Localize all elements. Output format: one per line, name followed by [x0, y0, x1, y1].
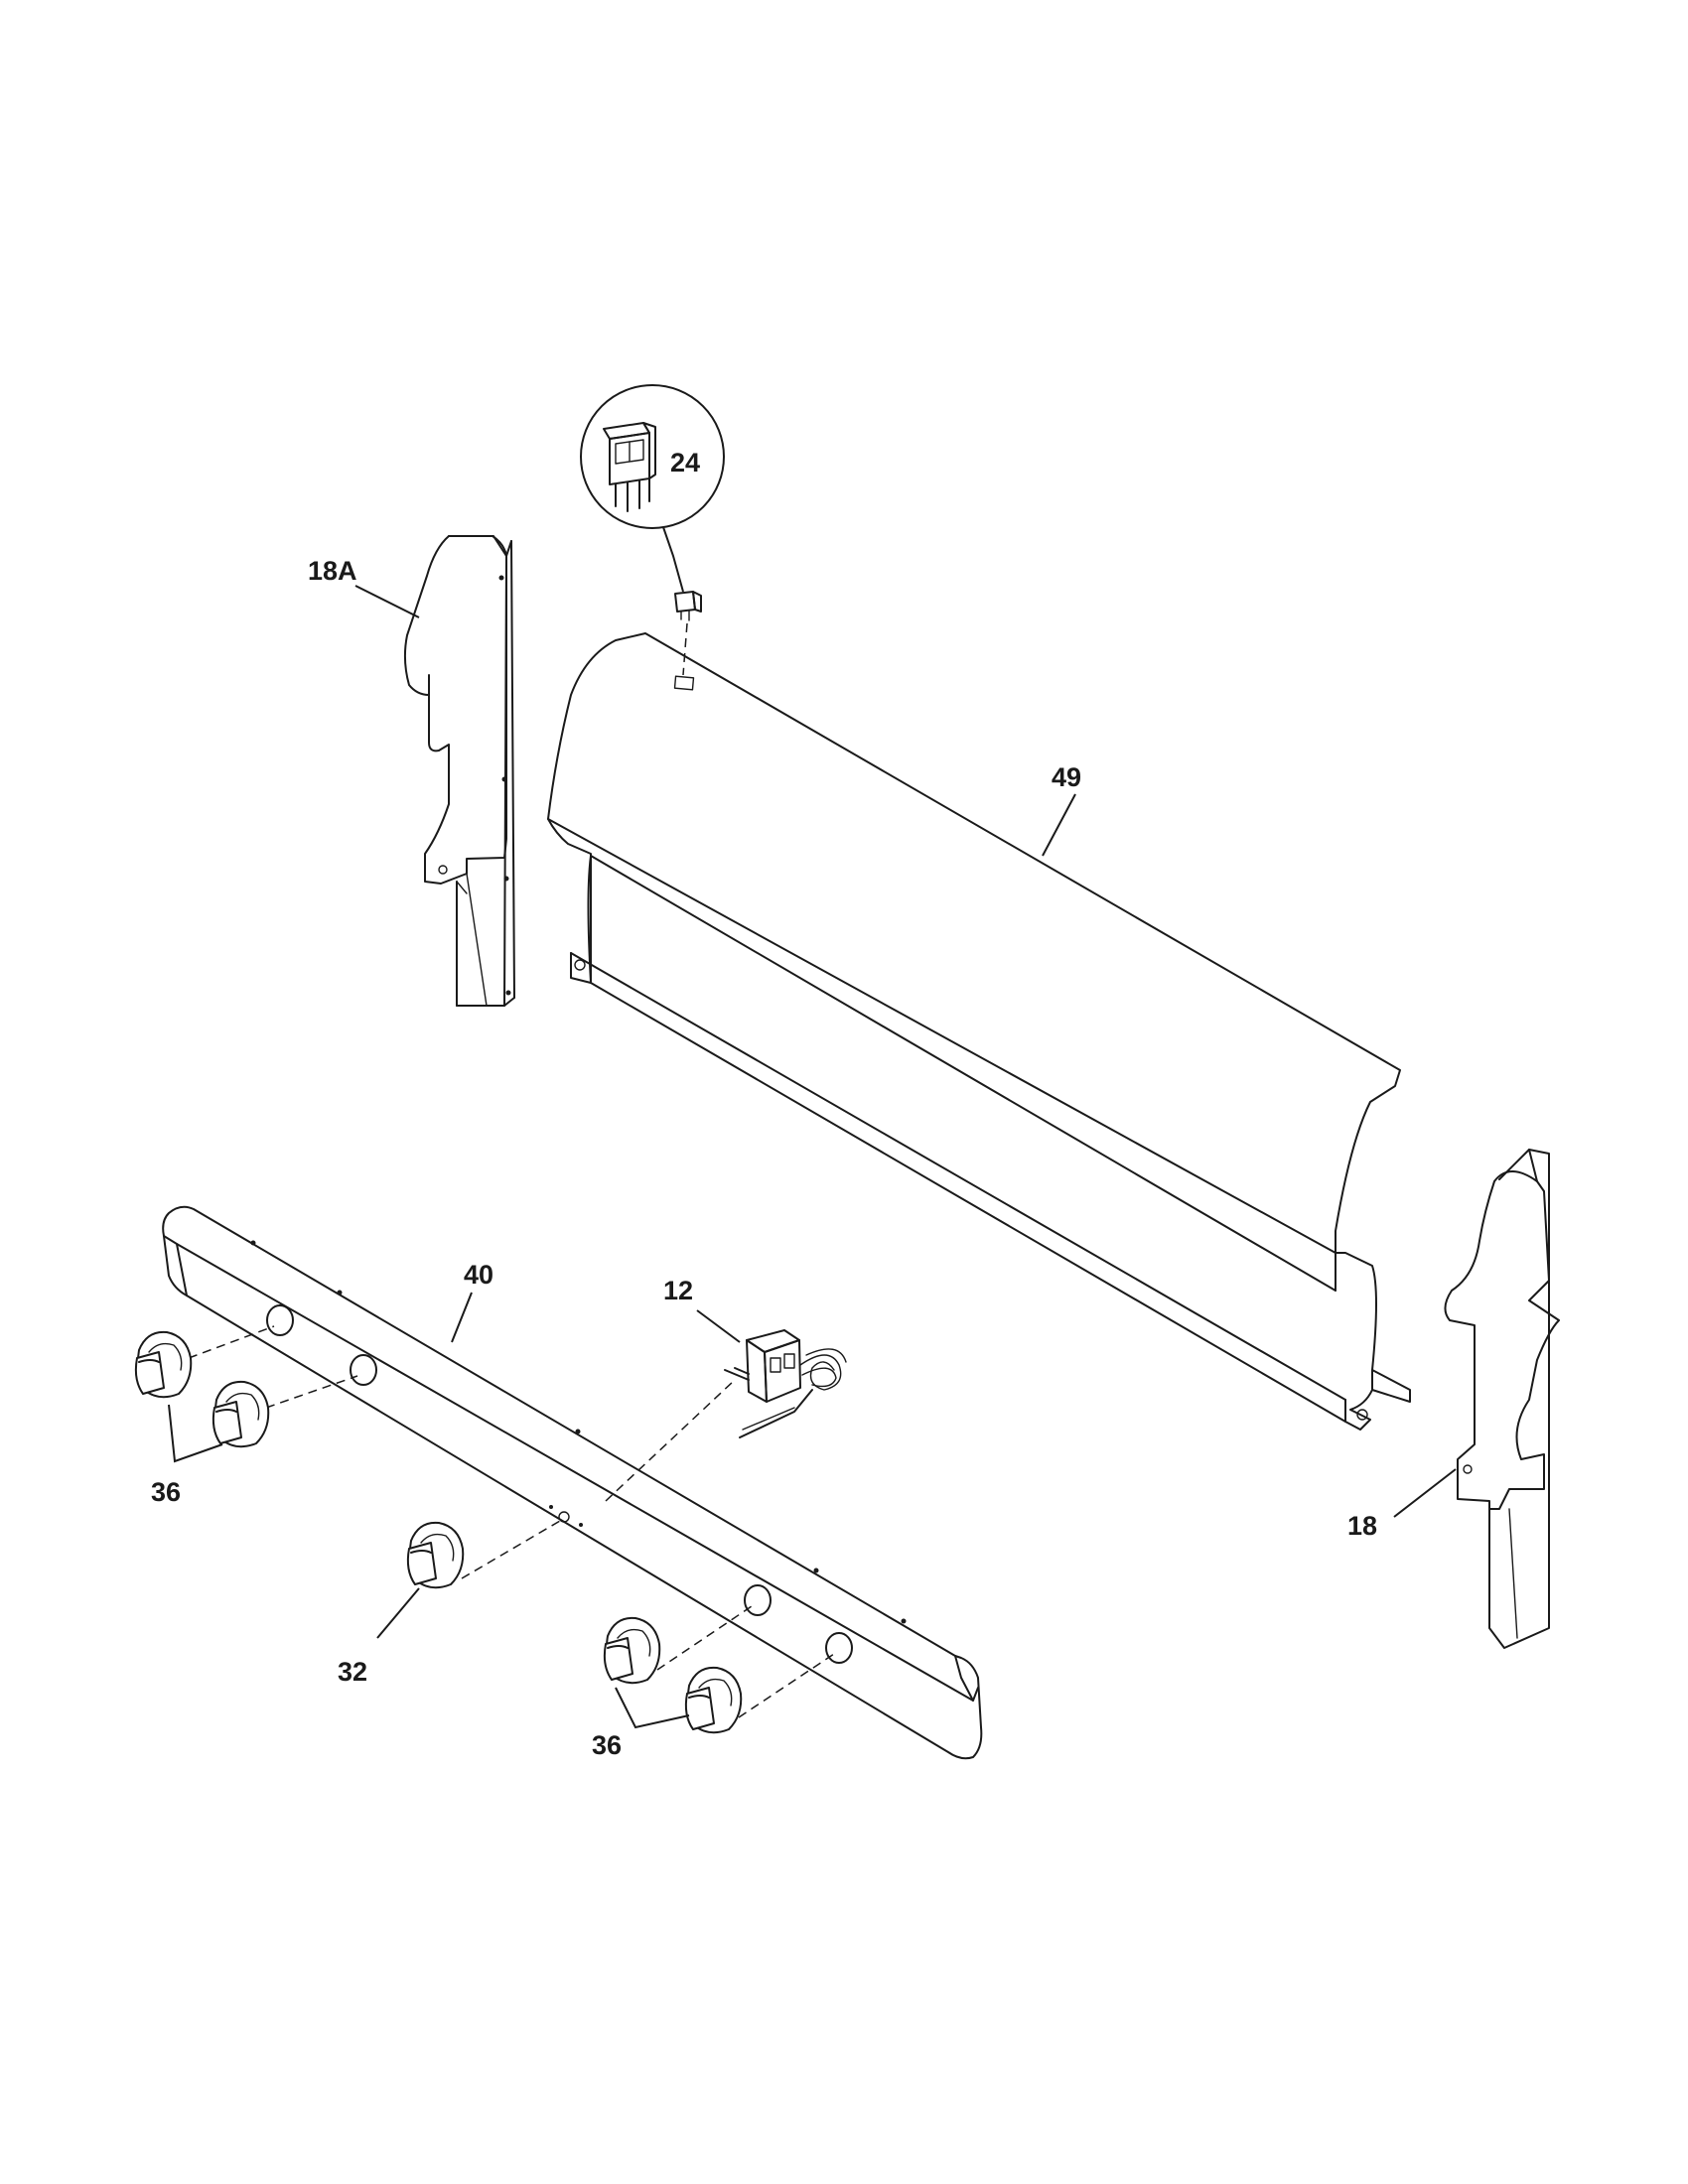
- detail-leader: [662, 526, 684, 593]
- leader-32: [376, 1587, 420, 1639]
- control-panel: [162, 1205, 983, 1760]
- knob-4: [603, 1616, 661, 1685]
- leader-40: [451, 1292, 473, 1343]
- callout-12: 12: [663, 1276, 693, 1305]
- knob-1: [134, 1330, 193, 1399]
- knob-3: [406, 1521, 465, 1589]
- detail-circle: [580, 384, 725, 529]
- callout-40: 40: [464, 1260, 493, 1290]
- left-side-panel: [403, 535, 515, 1007]
- backguard: [547, 632, 1411, 1431]
- switch-detail: 24: [580, 384, 725, 676]
- callout-36-left: 36: [151, 1477, 181, 1507]
- callout-18a: 18A: [308, 556, 357, 586]
- callout-24: 24: [670, 448, 700, 478]
- switch-dash: [682, 622, 688, 676]
- leader-18: [1393, 1468, 1457, 1518]
- callout-18: 18: [1347, 1511, 1377, 1541]
- leader-18a: [354, 585, 420, 618]
- leader-36-right: [615, 1687, 690, 1729]
- leader-12: [696, 1309, 741, 1343]
- knob-5: [684, 1666, 743, 1734]
- callout-32: 32: [338, 1657, 367, 1687]
- leader-36-left: [168, 1404, 223, 1463]
- callout-49: 49: [1052, 762, 1081, 792]
- thermostat: [724, 1329, 847, 1438]
- right-side-panel: [1444, 1149, 1560, 1649]
- leader-49: [1042, 793, 1076, 857]
- rocker-switch-icon: [603, 422, 656, 512]
- small-switch-icon: [674, 591, 702, 621]
- callout-36-right: 36: [592, 1730, 622, 1760]
- assembly-lines: [188, 1325, 835, 1718]
- knob-2: [211, 1380, 270, 1448]
